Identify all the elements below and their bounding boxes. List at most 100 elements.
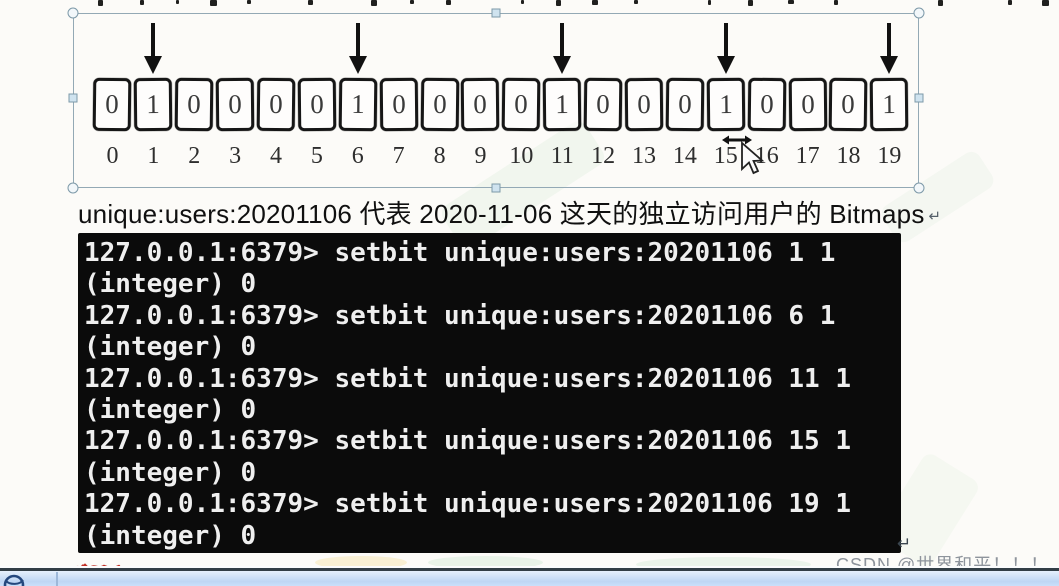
- bit-index-label: 15: [713, 143, 738, 169]
- text-fragment: [1042, 0, 1049, 6]
- bit-index-label: 19: [877, 143, 902, 169]
- bit-index-label: 16: [754, 143, 779, 169]
- down-arrow-icon: [552, 22, 572, 78]
- terminal-line: 127.0.0.1:6379> setbit unique:users:2020…: [84, 363, 852, 394]
- bit-index-label: 8: [433, 143, 446, 169]
- bit-cell: 0: [215, 77, 255, 132]
- bit-cell: 0: [624, 77, 664, 132]
- bit-cell: 0: [174, 77, 214, 132]
- text-fragment: [140, 0, 144, 5]
- bit-index-label: 9: [474, 143, 487, 169]
- taskbar[interactable]: [0, 566, 1059, 586]
- taskbar-divider: [56, 572, 58, 586]
- bit-cell: 0: [788, 77, 827, 132]
- bit-cell: 0: [583, 77, 623, 132]
- bit-cell: 1: [542, 77, 582, 132]
- bit-index-label: 17: [795, 143, 820, 169]
- terminal-line: 127.0.0.1:6379> setbit unique:users:2020…: [84, 300, 836, 331]
- line-return-mark: ↵: [897, 534, 912, 553]
- resize-and-pointer-cursor-icon: [722, 135, 765, 175]
- text-fragment: [634, 0, 638, 4]
- terminal-line: 127.0.0.1:6379> setbit unique:users:2020…: [84, 489, 852, 520]
- bit-index-label: 6: [351, 143, 364, 169]
- bit-cell: 1: [134, 77, 173, 132]
- bit-index-label: 4: [270, 143, 282, 169]
- bit-index-label: 10: [509, 143, 534, 169]
- text-fragment: [247, 0, 251, 4]
- text-fragment: [446, 0, 451, 5]
- mouse-cursor: [722, 131, 770, 188]
- bit-cell: 0: [256, 77, 296, 132]
- bit-cell: 1: [706, 77, 746, 132]
- bit-cell: 0: [379, 77, 418, 132]
- bit-cell: 1: [870, 77, 909, 132]
- bit-cell: 0: [502, 77, 541, 132]
- bit-index-label: 13: [632, 143, 657, 169]
- bit-cell: 1: [338, 77, 378, 132]
- terminal-line: (integer) 0: [84, 520, 257, 551]
- redis-terminal-screenshot: 127.0.0.1:6379> setbit unique:users:2020…: [78, 233, 901, 553]
- bit-index-label: 1: [147, 143, 160, 169]
- bit-index-label: 11: [550, 143, 574, 169]
- text-fragment: [1008, 0, 1012, 5]
- caption: unique:users:20201106 代表 2020-11-06 这天的独…: [78, 194, 941, 231]
- down-arrow-icon: [143, 22, 163, 78]
- terminal-line: (integer) 0: [84, 457, 257, 488]
- caption-text: unique:users:20201106 代表 2020-11-06 这天的独…: [78, 199, 925, 229]
- selection-handle-top-center[interactable]: [491, 8, 501, 18]
- bit-index-label: 7: [392, 143, 405, 169]
- text-fragment: [308, 0, 313, 5]
- line-return-mark: ↵: [928, 208, 942, 225]
- selection-handle-bottom-center[interactable]: [491, 183, 501, 193]
- bit-index-label: 0: [106, 143, 119, 169]
- selection-handle-left-middle[interactable]: [68, 93, 78, 103]
- text-fragment: [371, 0, 377, 6]
- text-fragment: [410, 0, 414, 4]
- text-fragment: [521, 0, 524, 4]
- text-fragment: [176, 0, 179, 4]
- text-fragment: [788, 0, 794, 4]
- bit-index-label: 18: [836, 143, 861, 169]
- bit-index-label: 14: [672, 143, 697, 169]
- terminal-line: (integer) 0: [84, 332, 257, 363]
- bit-index-label: 2: [188, 143, 201, 169]
- selection-handle-bottom-right[interactable]: [913, 182, 925, 194]
- selection-handle-top-left[interactable]: [67, 7, 79, 19]
- start-program-icon[interactable]: [0, 571, 40, 586]
- selection-handle-top-right[interactable]: [913, 7, 925, 19]
- selection-handle-bottom-left[interactable]: [67, 182, 79, 194]
- bit-index-label: 3: [229, 143, 242, 169]
- bit-index-label: 12: [591, 143, 616, 169]
- text-fragment: [748, 0, 753, 6]
- text-fragment: [938, 0, 943, 6]
- terminal-line: 127.0.0.1:6379> setbit unique:users:2020…: [84, 426, 852, 457]
- selection-handle-right-middle[interactable]: [914, 93, 924, 103]
- bit-index-label: 5: [310, 143, 323, 169]
- text-fragment: [592, 0, 598, 5]
- terminal-line: (integer) 0: [84, 395, 257, 426]
- bit-cell: 0: [461, 77, 500, 132]
- taskbar-surface[interactable]: [0, 571, 1059, 586]
- bit-cell: 0: [747, 77, 787, 132]
- down-arrow-icon: [348, 22, 368, 78]
- down-arrow-icon: [716, 22, 736, 78]
- text-fragment: [834, 0, 838, 5]
